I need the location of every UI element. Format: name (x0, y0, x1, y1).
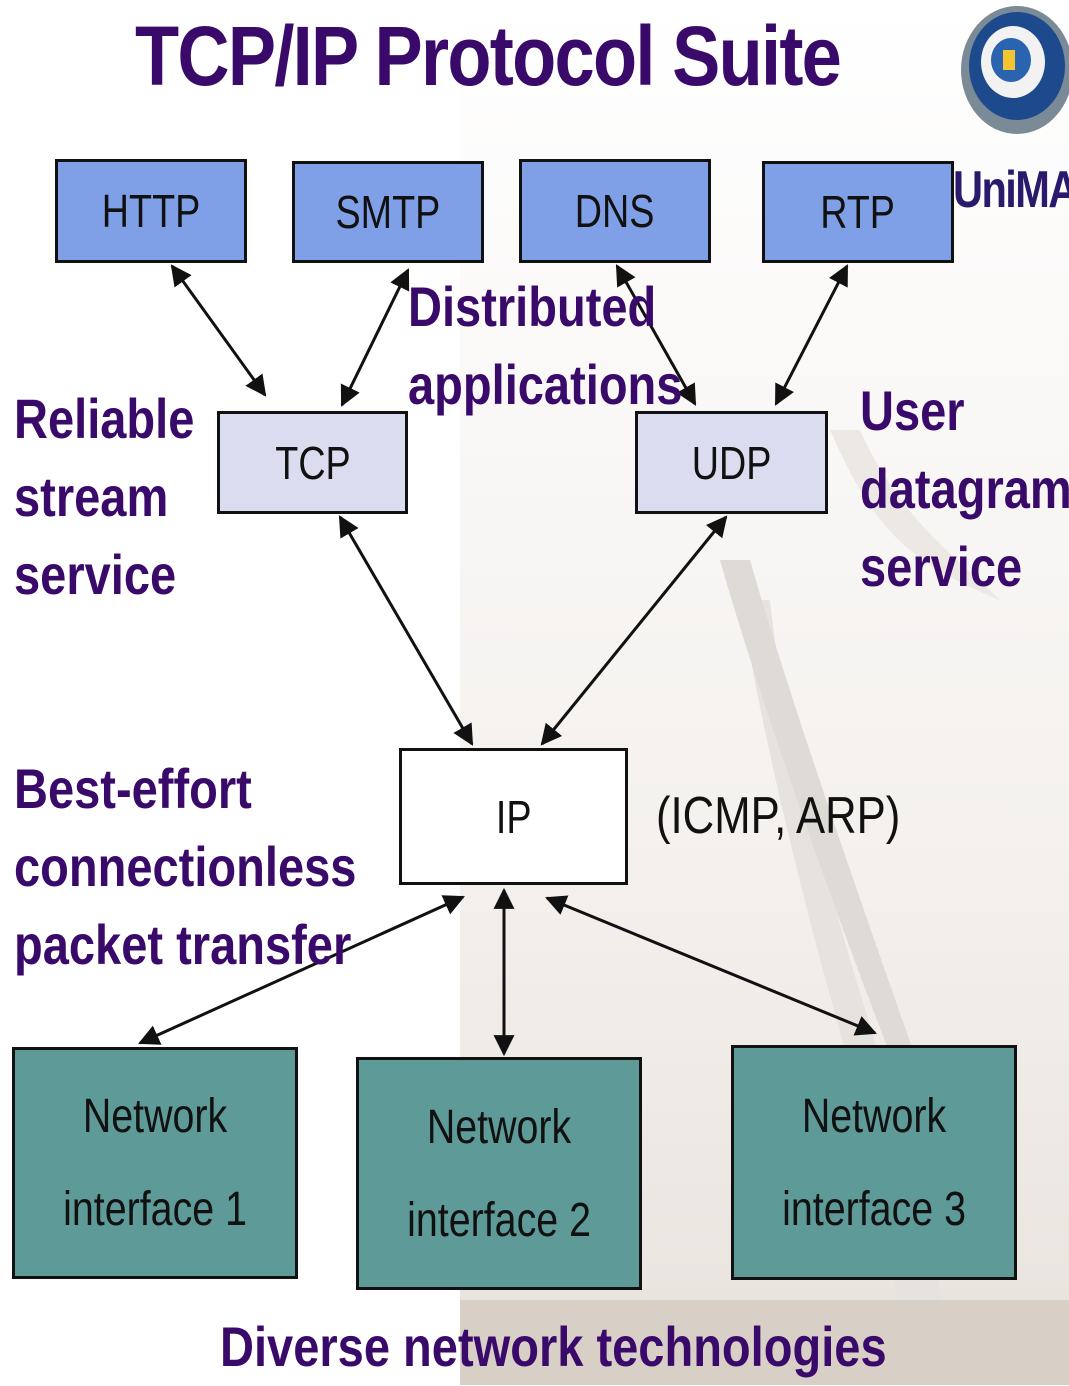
tcp-label: TCP (274, 436, 351, 489)
reliable-stream-label: Reliable stream service (14, 380, 194, 614)
arrow-tcp-ip (338, 515, 474, 746)
network-interface-1-line-1: Network (82, 1090, 228, 1143)
network-interface-3-line-2: interface 3 (782, 1182, 966, 1236)
distributed-applications-line-2: applications (408, 353, 683, 416)
http-label: HTTP (101, 185, 201, 237)
user-datagram-line-3: service (860, 535, 1023, 598)
dns-label: DNS (575, 185, 655, 237)
page-title: TCP/IP Protocol Suite (135, 9, 842, 103)
dns-box: DNS (519, 159, 711, 263)
diverse-networks-label: Diverse network technologies (220, 1315, 887, 1378)
best-effort-label: Best-effort connectionless packet transf… (14, 750, 356, 984)
best-effort-line-3: packet transfer (14, 913, 352, 976)
ip-extras-label: (ICMP, ARP) (656, 787, 901, 845)
best-effort-line-1: Best-effort (14, 757, 252, 820)
arrow-udp-ip (540, 515, 728, 746)
arrow-rtp-udp (774, 264, 849, 406)
unimap-logo-icon (961, 6, 1069, 134)
network-interface-2-box: Network interface 2 (356, 1057, 642, 1290)
reliable-stream-line-2: stream (14, 465, 169, 528)
network-interface-3-box: Network interface 3 (731, 1045, 1017, 1280)
user-datagram-line-1: User (860, 379, 965, 442)
udp-label: UDP (691, 436, 772, 489)
arrow-http-tcp (170, 264, 267, 397)
network-interface-1-line-2: interface 1 (63, 1183, 247, 1236)
arrow-smtp-tcp (340, 268, 410, 407)
smtp-box: SMTP (292, 161, 484, 263)
network-interface-2-line-1: Network (426, 1100, 572, 1154)
user-datagram-line-2: datagram (860, 457, 1069, 520)
network-interface-2-line-2: interface 2 (407, 1193, 591, 1247)
http-box: HTTP (55, 159, 247, 263)
arrow-ip-net1 (138, 895, 465, 1045)
best-effort-line-2: connectionless (14, 835, 357, 898)
arrow-ip-net3 (545, 895, 877, 1036)
network-interface-3-line-1: Network (801, 1089, 947, 1143)
arrow-dns-udp (615, 264, 697, 406)
reliable-stream-line-1: Reliable (14, 387, 195, 450)
distributed-applications-line-1: Distributed (408, 275, 657, 338)
user-datagram-label: User datagram service (860, 372, 1069, 606)
unimap-logo-text: UniMAP (953, 161, 1069, 219)
ip-label: IP (495, 790, 532, 843)
udp-box: UDP (635, 411, 828, 514)
ip-box: IP (399, 748, 628, 885)
smtp-label: SMTP (335, 186, 441, 238)
rtp-box: RTP (762, 161, 954, 263)
network-interface-1-box: Network interface 1 (12, 1047, 298, 1279)
distributed-applications-label: Distributed applications (408, 268, 682, 424)
reliable-stream-line-3: service (14, 543, 177, 606)
tcp-box: TCP (217, 411, 408, 514)
rtp-label: RTP (820, 186, 896, 238)
